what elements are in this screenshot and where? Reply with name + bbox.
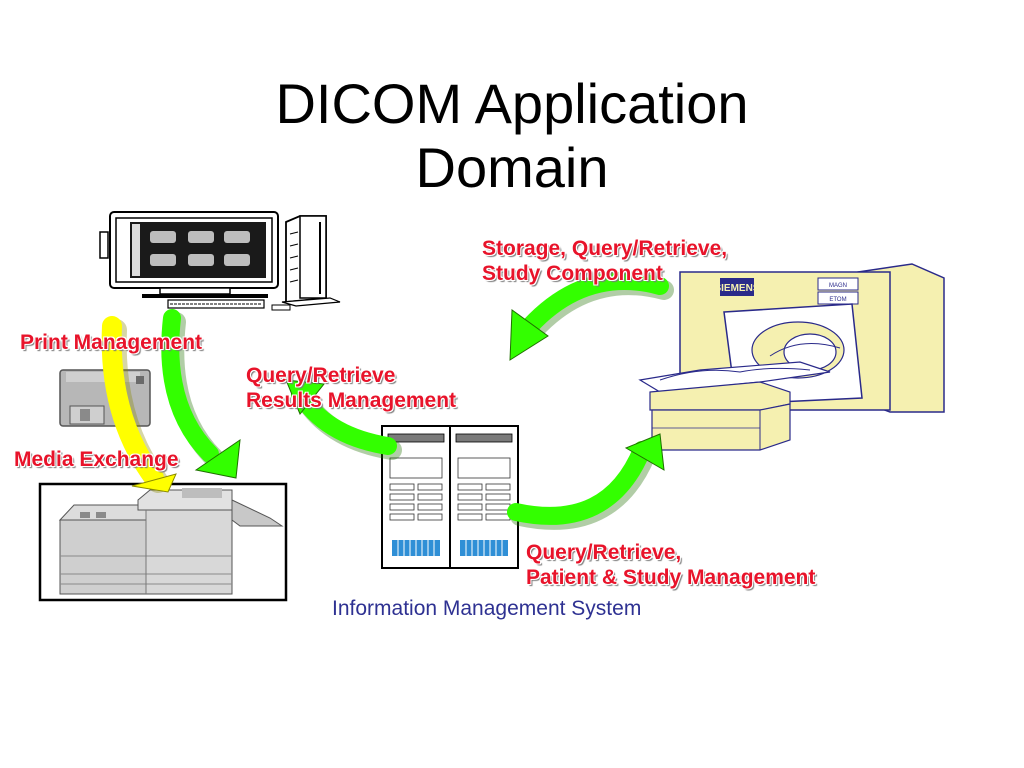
qr-patient-line-2: Patient & Study Management bbox=[526, 566, 816, 589]
scanner-panel-1-text: MAGN bbox=[829, 283, 847, 289]
yellow-arrow-print bbox=[101, 316, 164, 488]
green-arrow-patient-head bbox=[624, 433, 665, 471]
title-line-1: DICOM Application bbox=[275, 72, 749, 135]
scanner-brand-text: SIEMENS bbox=[714, 283, 759, 294]
query-retrieve-results-label: Query/Retrieve Results Management bbox=[246, 363, 456, 413]
title-line-2: Domain bbox=[415, 136, 609, 199]
qr-patient-line-1: Query/Retrieve, bbox=[526, 541, 682, 564]
storage-query-retrieve-label: Storage, Query/Retrieve, Study Component bbox=[482, 236, 727, 286]
storage-label-line-2: Study Component bbox=[482, 262, 663, 285]
laser-printer-icon bbox=[38, 482, 288, 602]
workstation-icon bbox=[99, 211, 341, 311]
information-management-system-label: Information Management System bbox=[332, 597, 642, 620]
green-arrow-storage bbox=[521, 272, 669, 335]
qr-results-line-2: Results Management bbox=[246, 389, 457, 412]
print-management-label: Print Management bbox=[20, 331, 203, 354]
green-arrow-patient bbox=[507, 441, 651, 525]
green-arrow-print bbox=[161, 309, 219, 463]
server-rack-icon bbox=[381, 425, 519, 569]
storage-label-line-1: Storage, Query/Retrieve, bbox=[482, 237, 728, 260]
query-retrieve-patient-label: Query/Retrieve, Patient & Study Manageme… bbox=[526, 540, 815, 590]
scanner-panel-2-text: ETOM bbox=[829, 297, 846, 303]
green-arrow-storage-head bbox=[509, 309, 549, 361]
media-exchange-label: Media Exchange bbox=[14, 448, 179, 471]
yellow-arrow-head bbox=[131, 473, 177, 493]
mri-scanner-icon: SIEMENS MAGN ETOM bbox=[638, 263, 945, 451]
green-arrow-print-head bbox=[194, 438, 241, 479]
green-arrow-results-head bbox=[285, 379, 325, 415]
slide-title: DICOM Application Domain bbox=[0, 72, 1024, 200]
qr-results-line-1: Query/Retrieve bbox=[246, 364, 396, 387]
